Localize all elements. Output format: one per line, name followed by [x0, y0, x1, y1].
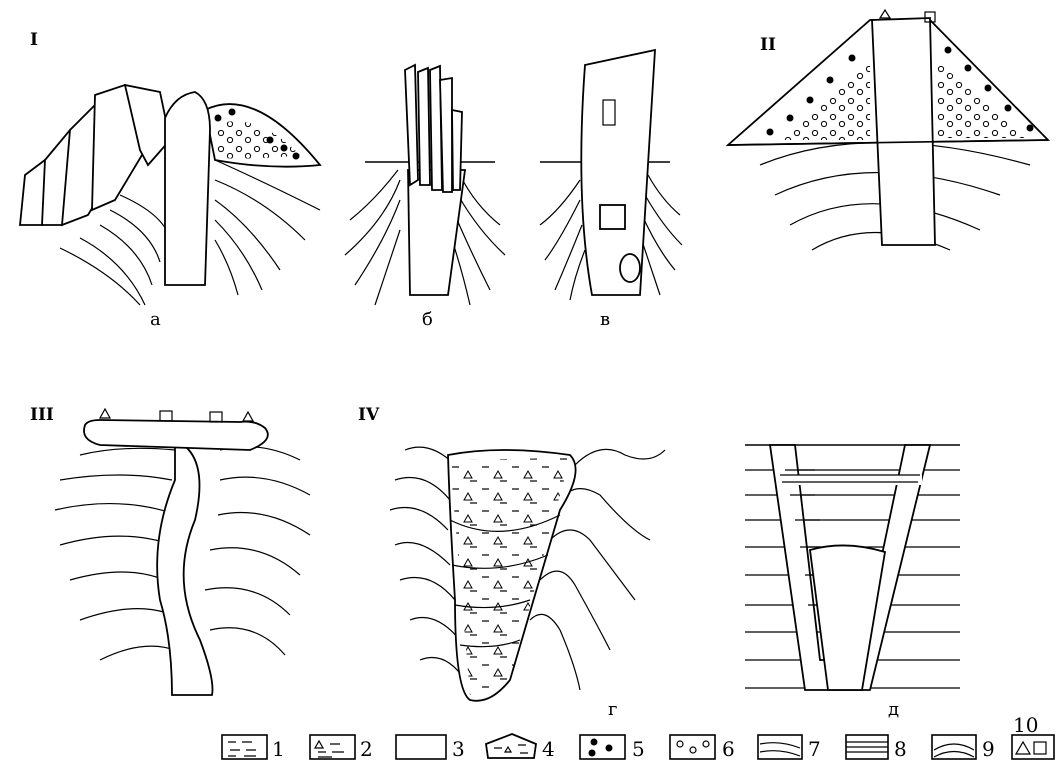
panel-label-v: в [600, 309, 610, 330]
legend-num-1: 1 [272, 737, 285, 761]
roman-label-2: II [760, 35, 776, 55]
legend-num-6: 6 [722, 737, 735, 761]
legend: 1 2 3 4 5 6 [222, 713, 1054, 761]
legend-item-5: 5 [580, 735, 645, 761]
legend-num-7: 7 [808, 737, 821, 761]
triangle-square-icon [1012, 735, 1054, 759]
filled-circles-icon [580, 735, 625, 759]
legend-num-4: 4 [542, 737, 555, 761]
legend-item-8: 8 [846, 735, 907, 761]
panel-g-diagram [390, 447, 665, 701]
legend-num-2: 2 [360, 737, 373, 761]
legend-item-10: 10 [1012, 713, 1054, 759]
legend-num-9: 9 [982, 737, 995, 761]
legend-item-3: 3 [396, 735, 465, 761]
panel-label-b: б [422, 309, 433, 330]
legend-item-2: 2 [310, 735, 373, 761]
legend-item-1: 1 [222, 735, 285, 761]
legend-num-10: 10 [1013, 713, 1038, 737]
legend-num-3: 3 [452, 737, 465, 761]
legend-item-9: 9 [932, 735, 995, 761]
panel-b-diagram [345, 65, 505, 305]
panel-2-diagram [728, 10, 1048, 250]
panel-label-d: д [888, 699, 899, 720]
panel-v-diagram [540, 50, 682, 300]
legend-item-4: 4 [486, 734, 555, 761]
panel-3-diagram [55, 409, 310, 695]
roman-label-1: I [30, 30, 38, 50]
legend-item-6: 6 [670, 735, 735, 761]
legend-num-5: 5 [632, 737, 645, 761]
triangle-dashes-pattern-icon [310, 735, 355, 759]
panel-label-g: г [608, 699, 617, 720]
panel-label-a: а [150, 309, 161, 330]
legend-item-7: 7 [758, 735, 821, 761]
block-fragment-icon [486, 734, 536, 758]
dots-pattern-icon [396, 735, 446, 759]
folded-layers-icon [758, 735, 802, 759]
roman-label-3: III [30, 405, 54, 425]
panel-a-diagram [20, 85, 320, 305]
panel-d-diagram [745, 445, 960, 690]
legend-num-8: 8 [894, 737, 907, 761]
roman-label-4: IV [358, 405, 380, 425]
